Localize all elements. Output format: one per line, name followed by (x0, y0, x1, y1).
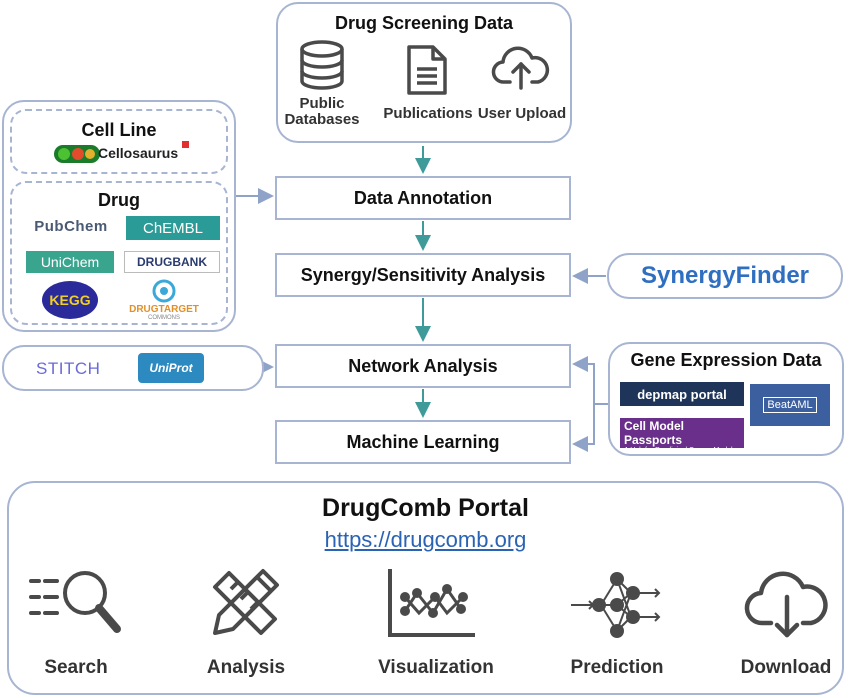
chembl-name: ChEMBL (142, 219, 204, 237)
drugtarget-target-icon (152, 279, 176, 303)
beataml-logo: BeatAML (750, 384, 830, 426)
feature-analysis[interactable]: Analysis (191, 567, 301, 687)
user-upload-label: User Upload (477, 105, 567, 122)
line-chart-icon (388, 569, 475, 637)
unichem-name: UniChem (40, 254, 100, 270)
portal-box: DrugComb Portal https://drugcomb.org Sea… (7, 481, 844, 695)
prediction-label: Prediction (570, 657, 664, 678)
cellosaurus-cells-icon (54, 145, 100, 163)
search-icon (29, 571, 121, 633)
visualization-label: Visualization (378, 657, 494, 678)
ruler-pencil-icon (213, 569, 279, 635)
cellosaurus-logo: Cellosaurus (54, 141, 194, 164)
pubchem-logo: PubChem (26, 215, 116, 237)
drugtarget-subname: COMMONS (148, 315, 180, 321)
kegg-name: KEGG (49, 292, 91, 308)
gene-expression-box: Gene Expression Data depmap portal BeatA… (608, 342, 844, 456)
cell-model-passports-logo: Cell Model Passports A Hub for Preclinic… (620, 418, 744, 454)
cellosaurus-name: Cellosaurus (98, 145, 179, 161)
depmap-logo: depmap portal (620, 382, 744, 406)
synergy-analysis-box: Synergy/Sensitivity Analysis (275, 253, 571, 297)
synergyfinder-box: SynergyFinder (607, 253, 843, 299)
cloud-download-icon (744, 571, 828, 638)
kegg-logo: KEGG (42, 281, 98, 319)
public-databases-label: Public Databases (284, 95, 360, 128)
network-sources-box: STITCH UniProt (2, 345, 264, 391)
drugtarget-name: DRUGTARGET (129, 304, 199, 315)
unichem-logo: UniChem (26, 251, 114, 273)
neural-network-icon (571, 572, 661, 638)
feature-visualization[interactable]: Visualization (369, 567, 503, 687)
analysis-label: Analysis (206, 657, 286, 678)
gene-expression-title: Gene Expression Data (630, 350, 822, 370)
drugbank-logo: DRUGBANK (124, 251, 220, 273)
pubchem-name: PubChem (34, 217, 108, 235)
drug-box: Drug PubChem ChEMBL UniChem DRUGBANK KEG… (10, 181, 228, 325)
drugbank-name: DRUGBANK (137, 255, 207, 269)
document-icon (407, 45, 447, 95)
drug-title: Drug (98, 190, 140, 210)
data-annotation-box: Data Annotation (275, 176, 571, 220)
drug-screening-panel: Drug Screening Data Public Databases Pub… (276, 2, 572, 143)
cell-line-box: Cell Line Cellosaurus (10, 109, 228, 174)
download-label: Download (740, 657, 832, 678)
cmp-title: Cell Model Passports (624, 419, 685, 447)
bracket-gene-expression-lower (572, 404, 595, 452)
chembl-logo: ChEMBL (126, 216, 220, 240)
feature-download[interactable]: Download (731, 567, 841, 687)
sib-mark-icon (182, 141, 189, 148)
stitch-name: STITCH (36, 359, 101, 378)
uniprot-logo: UniProt (138, 353, 204, 383)
depmap-name: depmap portal (637, 386, 727, 402)
feature-prediction[interactable]: Prediction (557, 567, 677, 687)
beataml-name: BeatAML (763, 397, 817, 413)
network-analysis-box: Network Analysis (275, 344, 571, 388)
cmp-subtitle: A Hub for Preclinical Cancer Models (624, 447, 737, 454)
drugtarget-logo: DRUGTARGET COMMONS (126, 279, 202, 323)
bracket-gene-expression (572, 356, 608, 405)
portal-url-link[interactable]: https://drugcomb.org (324, 527, 527, 552)
cell-line-title: Cell Line (81, 120, 157, 140)
machine-learning-box: Machine Learning (275, 420, 571, 464)
publications-label: Publications (383, 105, 473, 122)
portal-title: DrugComb Portal (322, 494, 529, 522)
feature-search[interactable]: Search (21, 567, 131, 687)
synergyfinder-name: SynergyFinder (640, 262, 810, 289)
drug-screening-title: Drug Screening Data (334, 13, 514, 33)
database-icon (300, 40, 344, 90)
search-label: Search (44, 657, 108, 678)
portal-url-wrap: https://drugcomb.org (9, 527, 842, 553)
cloud-upload-icon (491, 46, 550, 90)
uniprot-name: UniProt (149, 361, 193, 375)
